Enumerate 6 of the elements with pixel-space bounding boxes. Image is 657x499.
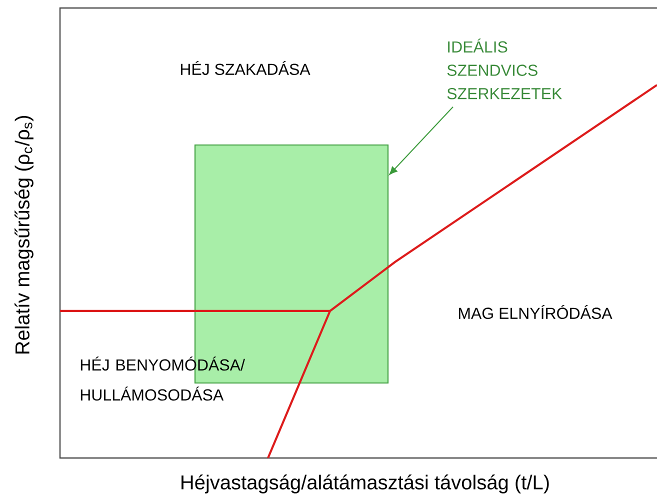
region-label: HÉJ SZAKADÁSA	[180, 61, 310, 75]
callout-text: IDEÁLIS SZENDVICS SZERKEZETEK	[447, 38, 562, 100]
leader-arrow	[389, 106, 454, 175]
axis-label: Relatív magsűrűség (ρ$_{c}$/ρ$_{s}$)	[14, 116, 34, 354]
region-label: MAG ELNYÍRÓDÁSA	[458, 305, 612, 319]
axis-label: Héjvastagság/alátámasztási távolság (t/L)	[182, 474, 549, 494]
